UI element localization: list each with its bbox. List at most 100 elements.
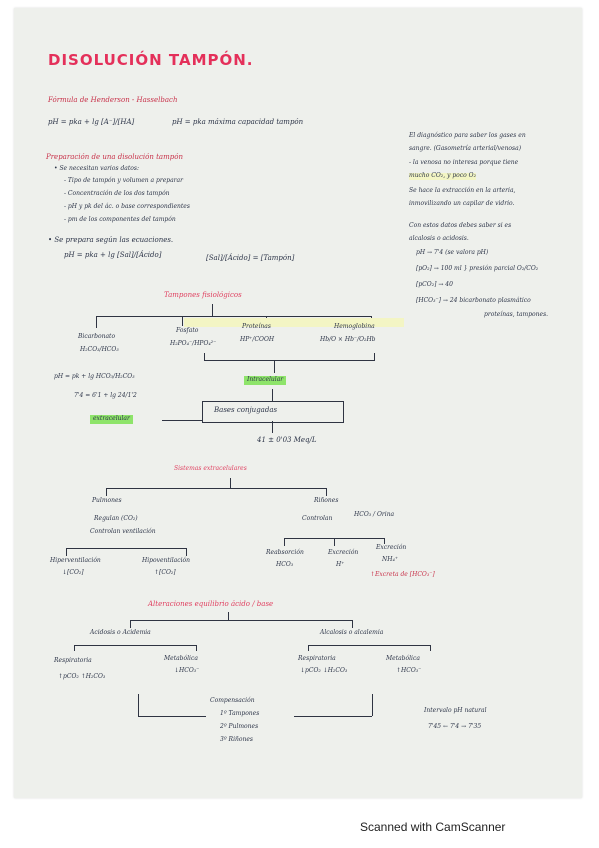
excreta-note: ↑Excreta de [HCO₃⁻] [370,571,435,578]
connector [326,488,327,496]
salt-acid-ratio: [Sal]/[Ácido] = [Tampón] [206,254,295,262]
bases-label: Bases conjugadas [214,406,278,414]
preparation-heading: Preparación de una disolución tampón [46,153,183,161]
acid-resp-label: Respiratoria [54,657,92,664]
alc-met-label: Metabólica [386,655,420,662]
alc-met-value: ↑HCO₃⁻ [396,667,422,674]
connector [230,478,231,488]
connector [74,645,75,651]
pulmones-label: Pulmones [92,497,122,504]
connector [66,548,186,549]
preparation-item: - pH y pk del ác. o base correspondiente… [64,203,190,210]
connector [334,538,335,546]
connector [274,361,275,373]
equations-intro: • Se prepara según las ecuaciones. [48,236,174,244]
rinones-ions: HCO₃ / Orina [354,511,395,518]
note-line: [pO₂] → 100 ml } presión parcial O₂/CO₂ [416,265,539,272]
connector [228,612,229,620]
scanned-page: DISOLUCIÓN TAMPÓN. Fórmula de Henderson … [14,8,582,798]
highlight [184,318,404,327]
excrecion-h-label: Excreción [328,549,359,556]
note-line: [HCO₃⁻] → 24 bicarbonato plasmático [416,297,531,304]
connector [106,488,107,496]
hiper-value: ↓[CO₂] [62,569,84,576]
reabsorcion-label: Reabsorción [266,549,304,556]
connector [308,645,430,646]
connector [106,488,326,489]
connector [384,538,385,544]
connector [372,694,373,716]
intervalo-label: Intervalo pH natural [424,707,487,714]
connector [272,389,273,401]
preparation-item: - Tipo de tampón y volumen a preparar [64,177,183,184]
buffer-equation: pH = pka + lg [Sal]/[Ácido] [64,251,162,259]
connector [308,645,309,651]
comp-item: 3º Riñones [220,736,253,743]
tampon-formula: H₂PO₄⁻/HPO₄²⁻ [170,340,217,347]
connector [294,716,372,717]
tampon-name: Proteínas [242,323,271,330]
tampon-name: Bicarbonato [78,333,116,340]
connector [374,353,375,361]
acid-resp-value: ↑pCO₂ ↑H₂CO₃ [58,673,106,680]
extracelular-label: extracelular [90,415,133,424]
note-line: proteínas, tampones. [484,311,549,318]
note-line: alcalosis o acidosis. [409,235,469,242]
excrecion-nh-value: NH₄⁺ [382,556,399,563]
connector [284,538,285,546]
page-title: DISOLUCIÓN TAMPÓN. [48,51,254,69]
sistemas-heading: Sistemas extracelulares [174,465,247,472]
bases-box [202,401,344,423]
meq-value: 41 ± 0'03 Meq/L [257,436,317,444]
acid-met-value: ↓HCO₃⁻ [174,667,200,674]
connector [196,645,197,651]
alteraciones-heading: Alteraciones equilibrio ácido / base [148,600,274,608]
scanner-watermark: Scanned with CamScanner [360,820,506,834]
connector [74,645,196,646]
ph-equation: pH = pk + lg HCO₃/H₂CO₃ [54,373,135,380]
connector [66,548,67,556]
arrow-line [162,420,202,421]
hipo-value: ↑[CO₂] [154,569,176,576]
value-equation: 7'4 = 6'1 + lg 24/1'2 [74,392,137,399]
preparation-item: - pm de los componentes del tampón [64,216,176,223]
hiper-label: Hiperventilación [50,557,101,564]
compensacion-label: Compensación [210,697,255,704]
connector [430,645,431,651]
alcalosis-label: Alcalosis o alcalemia [320,629,384,636]
alc-resp-label: Respiratoria [298,655,336,662]
connector [182,316,183,326]
tampon-formula: Hb/O × Hb⁻/O₂Hb [320,336,376,343]
hipo-label: Hipoventilación [142,557,190,564]
connector [352,620,353,628]
tampon-name: Hemoglobina [334,323,375,330]
intervalo-value: 7'45 ← 7'4 → 7'35 [428,723,482,730]
henderson-note: pH = pka máxima capacidad tampón [172,118,304,126]
acid-met-label: Metabólica [164,655,198,662]
connector [96,316,372,317]
note-line: El diagnóstico para saber los gases en [409,132,526,139]
note-line: pH → 7'4 (se valora pH) [416,249,489,256]
preparation-intro: • Se necesitan varios datos: [54,165,139,172]
connector [204,360,374,361]
connector [212,304,213,316]
excrecion-nh-label: Excreción [376,544,407,551]
tampon-formula: H₂CO₃/HCO₃ [80,346,119,353]
connector [96,316,97,328]
tampon-formula: HP⁺/COOH [240,336,275,343]
note-line: Con estos datos debes saber si es [409,222,512,229]
connector [186,548,187,556]
connector [138,716,206,717]
tampon-name: Fosfato [176,327,199,334]
rinones-sub: Controlan [302,515,333,522]
preparation-item: - Concentración de los dos tampón [64,190,170,197]
connector [130,620,131,628]
reabsorcion-value: HCO₃ [276,561,294,568]
intracelular-label: Intracelular [244,376,287,385]
note-line: inmovilizando un capilar de vidrio. [409,200,515,207]
connector [204,353,205,361]
comp-item: 2º Pulmones [220,723,259,730]
note-line: mucho CO₂, y poco O₂ [409,172,476,180]
note-line: sangre. (Gasometría arterial/venosa) [409,145,522,152]
rinones-label: Riñones [314,497,339,504]
